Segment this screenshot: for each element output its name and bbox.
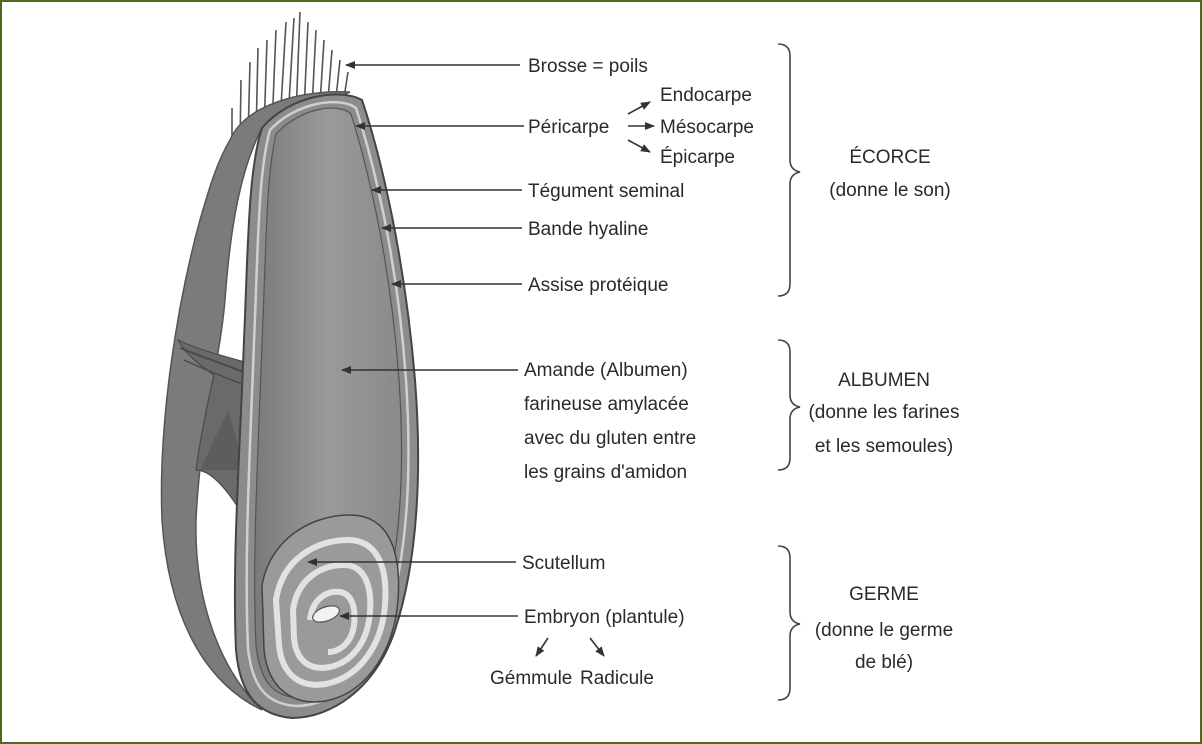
group-captions: ÉCORCE (donne le son) ALBUMEN (donne les… <box>808 147 959 673</box>
group-ecorce-title: ÉCORCE <box>849 147 930 168</box>
label-mesocarpe: Mésocarpe <box>660 117 754 138</box>
label-bande-hyaline: Bande hyaline <box>528 219 648 240</box>
group-albumen-sub-2: et les semoules) <box>815 436 953 457</box>
group-albumen-title: ALBUMEN <box>838 370 930 391</box>
bracket-germe <box>778 546 800 700</box>
label-epicarpe: Épicarpe <box>660 147 735 168</box>
label-amande-line-3: avec du gluten entre <box>524 428 696 449</box>
bracket-albumen <box>778 340 800 470</box>
wheat-grain-illustration <box>161 12 418 718</box>
label-scutellum: Scutellum <box>522 553 605 574</box>
label-amande-line-2: farineuse amylacée <box>524 394 689 415</box>
germ-scutellum <box>262 515 399 702</box>
group-germe-sub-2: de blé) <box>855 652 913 673</box>
group-albumen-sub-1: (donne les farines <box>808 402 959 423</box>
label-radicule: Radicule <box>580 668 654 689</box>
group-germe-title: GERME <box>849 584 919 605</box>
label-endocarpe: Endocarpe <box>660 85 752 106</box>
label-amande-line-4: les grains d'amidon <box>524 462 687 483</box>
part-labels: Brosse = poils Péricarpe Endocarpe Mésoc… <box>490 56 754 689</box>
group-germe-sub-1: (donne le germe <box>815 620 953 641</box>
label-assise-proteique: Assise protéique <box>528 275 668 296</box>
bracket-ecorce <box>778 44 800 296</box>
label-tegument: Tégument seminal <box>528 181 684 202</box>
label-embryon: Embryon (plantule) <box>524 607 685 628</box>
label-gemmule: Gémmule <box>490 668 572 689</box>
label-pericarpe: Péricarpe <box>528 117 609 138</box>
group-ecorce-sub: (donne le son) <box>829 180 950 201</box>
label-amande-line-1: Amande (Albumen) <box>524 360 688 381</box>
label-brosse: Brosse = poils <box>528 56 648 77</box>
